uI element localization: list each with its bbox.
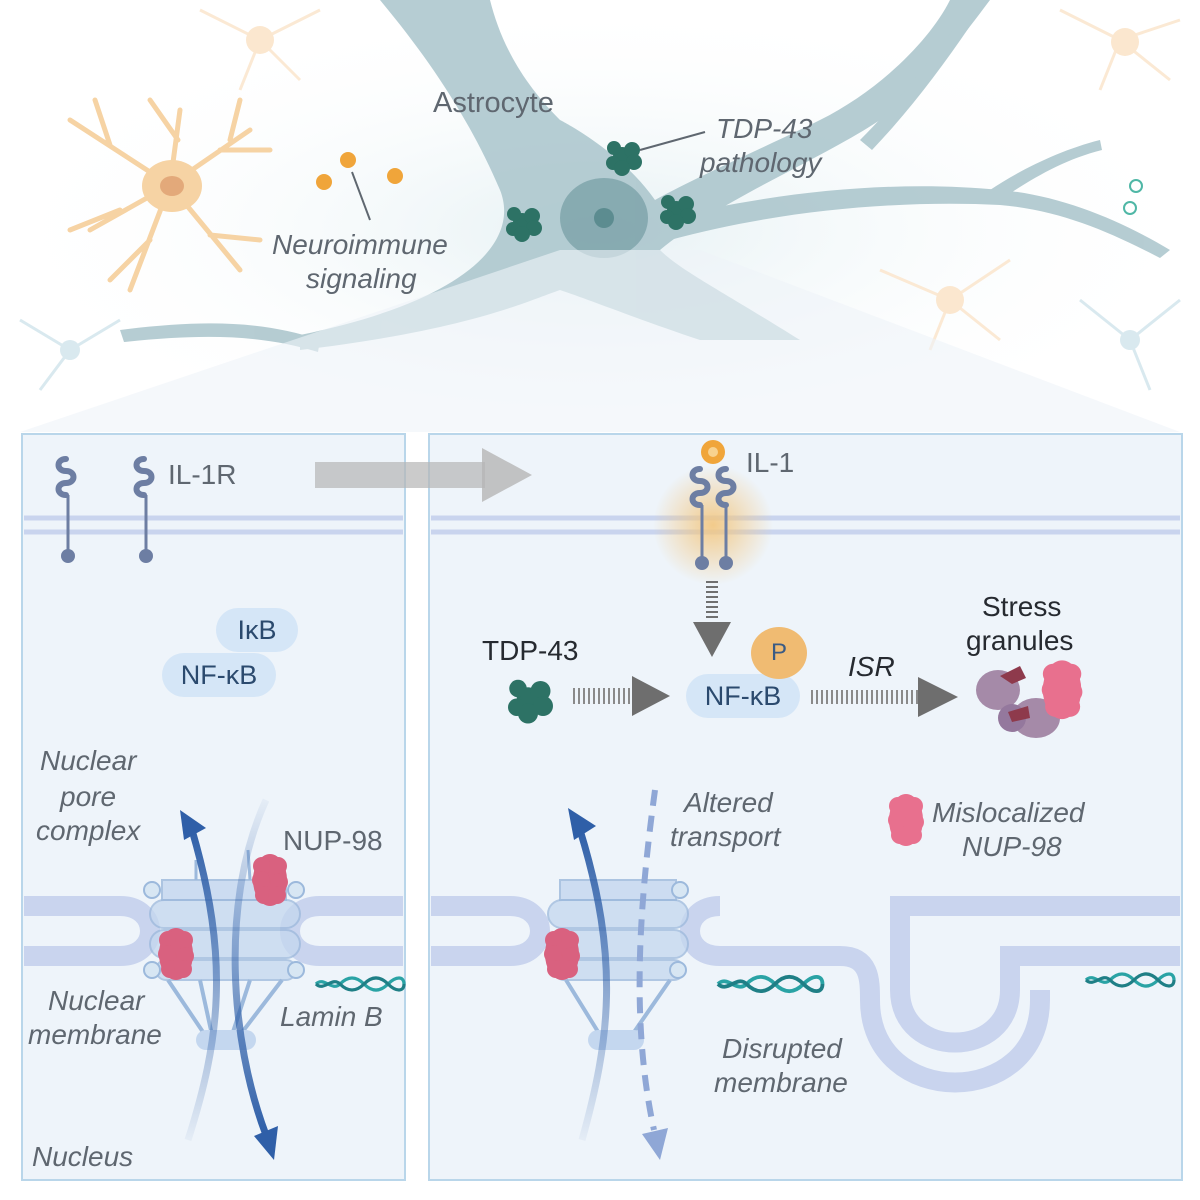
neuroimmune-label-2: signaling xyxy=(306,263,417,294)
stress-granules-label-1: Stress xyxy=(982,591,1062,622)
nfkb-right: NF-κB xyxy=(686,674,800,718)
nuclear-membrane-label-2: membrane xyxy=(28,1019,162,1050)
cytokine-dot xyxy=(316,174,332,190)
left-panel xyxy=(21,433,406,1181)
isr-label: ISR xyxy=(848,651,895,682)
stress-granules-label-2: granules xyxy=(966,625,1074,656)
neuron-cell xyxy=(67,97,273,293)
ikb-complex: IκB xyxy=(216,608,298,652)
right-panel xyxy=(428,433,1183,1181)
il1-label: IL-1 xyxy=(746,447,795,478)
tdp43-pathology-label-1: TDP-43 xyxy=(716,113,813,144)
altered-transport-label-2: transport xyxy=(670,821,781,852)
export-arrow xyxy=(231,798,270,1137)
disrupted-membrane-label-1: Disrupted xyxy=(722,1033,842,1064)
lamin-b-label: Lamin B xyxy=(280,1001,383,1032)
astrocyte-label: Astrocyte xyxy=(433,87,554,119)
il1r-receptor-1 xyxy=(59,459,76,563)
mislocalized-label-1: Mislocalized xyxy=(932,797,1085,828)
npc-label-3: complex xyxy=(36,815,141,846)
nuclear-pore-complex-right xyxy=(547,879,689,981)
astrocyte-cell xyxy=(120,0,1170,352)
phosphate-icon: P xyxy=(751,627,807,679)
tdp43-pathology-label-2: pathology xyxy=(700,147,822,178)
nup98-label: NUP-98 xyxy=(283,825,383,856)
il1-receptor-dimer xyxy=(693,469,734,570)
npc-label-1: Nuclear xyxy=(40,745,137,776)
stress-granule xyxy=(976,660,1083,738)
npc-label-2: pore xyxy=(60,781,117,812)
neuroimmune-label-1: Neuroimmune xyxy=(272,229,448,260)
cytokine-dot xyxy=(387,168,403,184)
signal-arrow-down xyxy=(693,581,731,657)
il1r-label: IL-1R xyxy=(168,459,237,490)
cytokine-dot xyxy=(340,152,356,168)
import-arrow xyxy=(184,829,221,1142)
nfkb-left: NF-κB xyxy=(162,653,276,697)
nuclear-membrane-right xyxy=(431,896,1180,1093)
cell-membrane xyxy=(24,515,1180,535)
tdp43-label: TDP-43 xyxy=(482,635,579,666)
progression-arrow xyxy=(315,448,532,502)
tdp43-to-nfkb-arrow xyxy=(573,688,630,704)
disrupted-membrane-label-2: membrane xyxy=(714,1067,848,1098)
astrocyte-scene xyxy=(0,0,1200,460)
isr-arrow xyxy=(811,690,918,704)
il1r-receptor-2 xyxy=(137,459,154,563)
nucleus-label: Nucleus xyxy=(32,1141,134,1172)
nup98-protein xyxy=(888,794,924,846)
mislocalized-label-2: NUP-98 xyxy=(962,831,1062,862)
altered-export-arrow xyxy=(636,789,658,1131)
altered-transport-label-1: Altered xyxy=(684,787,773,818)
nuclear-membrane-label-1: Nuclear xyxy=(48,985,145,1016)
